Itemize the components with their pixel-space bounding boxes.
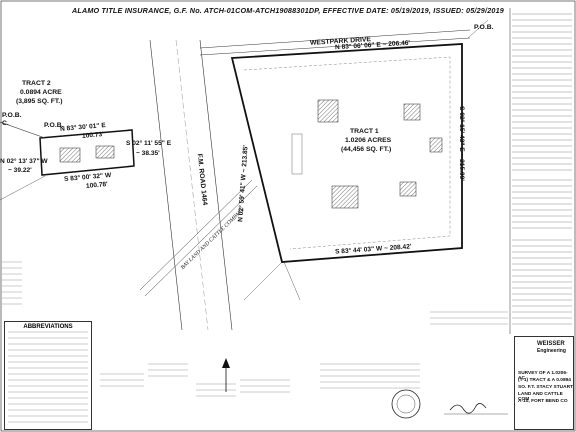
leader-line xyxy=(467,19,489,39)
title-commitment-header: ALAMO TITLE INSURANCE, G.F. No. ATCH-01C… xyxy=(72,6,504,15)
survey-line: A-10, FORT BEND CO xyxy=(518,399,568,404)
north-arrow xyxy=(222,358,230,392)
leader-line xyxy=(283,261,301,301)
tract2-name: TRACT 2 xyxy=(22,80,51,87)
bearing-t2-west: N 02° 13' 37" W xyxy=(0,158,48,165)
pob-side-label: P.O.B. xyxy=(2,112,22,119)
tract2-building xyxy=(95,145,115,159)
survey-line: SURVEY OF A 1.0206-AC xyxy=(518,371,568,381)
tract2-building xyxy=(59,147,81,163)
leader-line xyxy=(243,261,283,301)
left-boundary-line xyxy=(0,121,46,139)
railroad-line xyxy=(139,179,253,291)
c-side-label: C. xyxy=(2,120,9,127)
tract1-building xyxy=(429,137,443,153)
tract1-boundary xyxy=(230,43,463,263)
tract1-building xyxy=(331,185,359,209)
abbreviations-rows xyxy=(8,331,88,423)
company-name: WEISSER xyxy=(537,341,565,347)
left-boundary-line xyxy=(0,175,46,201)
tract1-area: 1.0206 ACRES xyxy=(345,137,392,144)
tract1-building xyxy=(291,133,303,175)
westpark-drive-line xyxy=(199,37,471,56)
title-block: WEISSER Engineering SURVEY OF A 1.0206-A… xyxy=(514,336,574,430)
tract1-area-sqft: (44,456 SQ. FT.) xyxy=(341,146,392,153)
surveyor-seal-inner xyxy=(396,394,416,414)
survey-line: (T-1) TRACT & A 0.0894 xyxy=(518,378,571,383)
abbreviations-title: ABBREVIATIONS xyxy=(23,324,73,330)
notes-block-right xyxy=(512,13,572,325)
fm-road-centerline xyxy=(175,39,209,331)
pob-label-tract2: P.O.B. xyxy=(44,122,64,129)
tract1-building xyxy=(317,99,339,123)
bearing-t2-east: S 02° 11' 55" E xyxy=(126,140,172,147)
bottom-notes xyxy=(100,311,508,397)
company-name-2: Engineering xyxy=(537,348,566,354)
tract1-building xyxy=(403,103,421,121)
abbreviations-box: ABBREVIATIONS xyxy=(4,321,92,430)
survey-line: SO. F.T. STACY STUART xyxy=(518,385,573,390)
survey-line: LAND AND CATTLE COM xyxy=(518,392,563,402)
tract1-name: TRACT 1 xyxy=(350,128,379,135)
tract1-setback xyxy=(243,56,451,250)
bearing-t2-west-len: ~ 39.22' xyxy=(8,167,32,174)
tract1-building xyxy=(399,181,417,197)
railroad-line xyxy=(144,185,258,297)
surveyor-signature xyxy=(449,403,487,414)
tract2-boundary xyxy=(39,129,135,176)
pob-label-tract1: P.O.B. xyxy=(474,24,494,31)
westpark-drive-line xyxy=(199,29,471,49)
bearing-east: S 02° 15' 43" E ~ 215.99' xyxy=(457,106,465,181)
fm-road-line xyxy=(149,39,183,331)
left-legend xyxy=(2,261,22,305)
bearing-t2-east-len: ~ 38.35' xyxy=(136,150,160,157)
tract2-area: 0.0894 ACRE xyxy=(20,89,62,96)
surveyor-seal xyxy=(391,389,421,419)
fm-road-line xyxy=(199,39,233,331)
tract2-area-sqft: (3,895 SQ. FT.) xyxy=(16,98,63,105)
